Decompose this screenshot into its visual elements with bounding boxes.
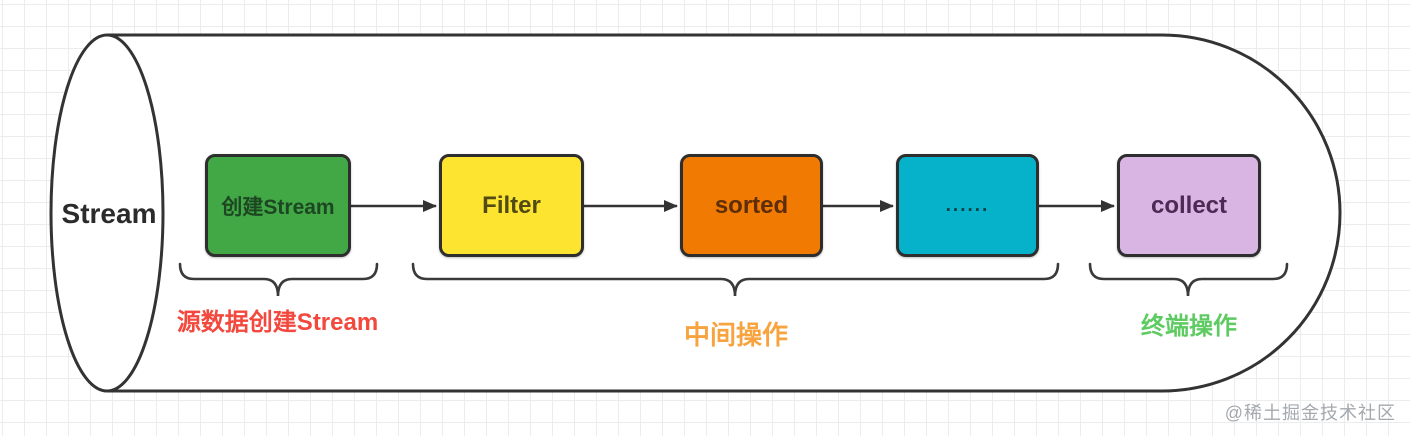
node-ellipsis: ......: [896, 154, 1039, 257]
node-collect: collect: [1117, 154, 1261, 257]
stream-container-label: Stream: [61, 198, 157, 229]
group-label-intermediate: 中间操作: [683, 320, 788, 350]
brace-intermediate-group: [411, 262, 1060, 297]
stream-cylinder-end: [49, 33, 165, 393]
node-filter: Filter: [439, 154, 584, 257]
watermark: @稀土掘金技术社区: [1224, 403, 1396, 423]
group-label-source: 源数据创建Stream: [176, 309, 379, 336]
group-label-terminal: 终端操作: [1141, 313, 1237, 340]
brace-source-group: [178, 262, 379, 297]
node-sorted: sorted: [680, 154, 823, 257]
brace-terminal-group: [1088, 262, 1289, 297]
node-create-stream: 创建Stream: [205, 154, 351, 257]
